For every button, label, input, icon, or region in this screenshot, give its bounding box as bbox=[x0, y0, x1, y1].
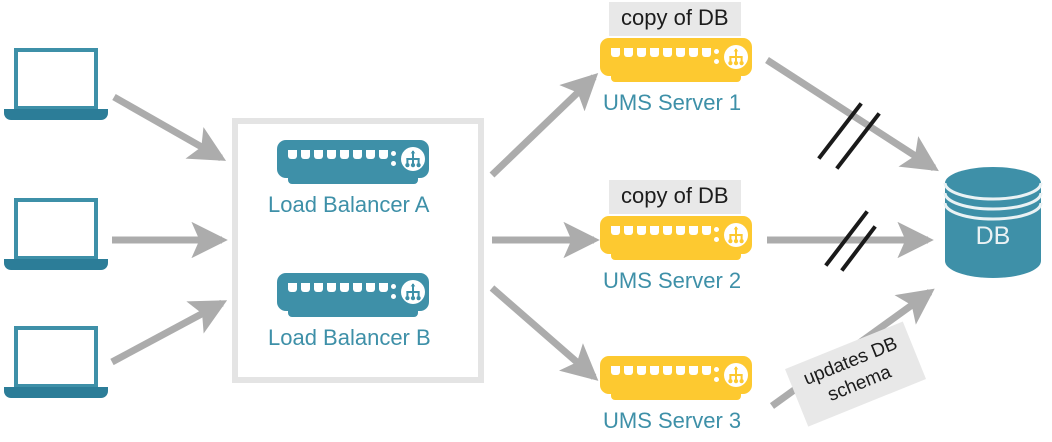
laptop-screen-icon bbox=[14, 48, 98, 110]
database-label: DB bbox=[975, 222, 1011, 250]
ums-server-1-label: UMS Server 1 bbox=[603, 90, 742, 115]
server-status-dots-icon bbox=[714, 49, 719, 69]
router-ports-icon bbox=[288, 283, 388, 292]
client-laptop-2[interactable] bbox=[4, 198, 108, 282]
router-status-dots-icon bbox=[391, 284, 396, 304]
server-status-dots-icon bbox=[714, 367, 719, 387]
edge-client3-to-lb bbox=[110, 299, 228, 366]
edge-server1-to-db bbox=[765, 57, 939, 172]
ums-server-1-icon[interactable] bbox=[600, 38, 752, 84]
server-foot bbox=[611, 250, 741, 260]
laptop-base-icon bbox=[4, 387, 108, 398]
break-mark-2a bbox=[824, 210, 869, 267]
edge-client1-to-lb bbox=[112, 93, 227, 162]
server-status-dots-icon bbox=[714, 227, 719, 247]
network-hub-icon bbox=[401, 280, 425, 304]
laptop-screen-icon bbox=[14, 198, 98, 260]
laptop-screen-icon bbox=[14, 326, 98, 388]
load-balancer-group-frame bbox=[232, 118, 484, 383]
router-foot bbox=[288, 174, 418, 184]
server-ports-icon bbox=[611, 226, 711, 235]
ums-server-3-label: UMS Server 3 bbox=[603, 408, 742, 433]
server1-copy-of-db-badge: copy of DB bbox=[609, 2, 741, 36]
network-hub-icon bbox=[401, 147, 425, 171]
network-hub-icon bbox=[724, 223, 748, 247]
server-foot bbox=[611, 390, 741, 400]
load-balancer-b-icon[interactable] bbox=[277, 273, 429, 319]
laptop-base-icon bbox=[4, 259, 108, 270]
server-ports-icon bbox=[611, 366, 711, 375]
database-cylinder-icon bbox=[943, 167, 1043, 278]
network-hub-icon bbox=[724, 363, 748, 387]
router-foot bbox=[288, 307, 418, 317]
server2-copy-of-db-badge: copy of DB bbox=[609, 180, 741, 214]
load-balancer-b-label: Load Balancer B bbox=[268, 325, 431, 350]
break-marks-group bbox=[817, 102, 881, 272]
edge-lb-to-server3 bbox=[489, 285, 599, 381]
break-mark-2b bbox=[840, 225, 877, 272]
laptop-base-icon bbox=[4, 109, 108, 120]
edge-lb-to-server1 bbox=[489, 72, 599, 178]
ums-server-3-icon[interactable] bbox=[600, 356, 752, 402]
load-balancer-a-label: Load Balancer A bbox=[268, 192, 430, 217]
client-laptop-1[interactable] bbox=[4, 48, 108, 132]
client-laptop-3[interactable] bbox=[4, 326, 108, 410]
database-node[interactable]: DB bbox=[943, 166, 1043, 278]
ums-server-2-label: UMS Server 2 bbox=[603, 268, 742, 293]
break-mark-1b bbox=[835, 112, 881, 170]
ums-server-2-icon[interactable] bbox=[600, 216, 752, 262]
router-status-dots-icon bbox=[391, 151, 396, 171]
server-ports-icon bbox=[611, 48, 711, 57]
break-mark-1a bbox=[817, 102, 863, 160]
load-balancer-a-icon[interactable] bbox=[277, 140, 429, 186]
server-foot bbox=[611, 72, 741, 82]
router-ports-icon bbox=[288, 150, 388, 159]
network-hub-icon bbox=[724, 45, 748, 69]
